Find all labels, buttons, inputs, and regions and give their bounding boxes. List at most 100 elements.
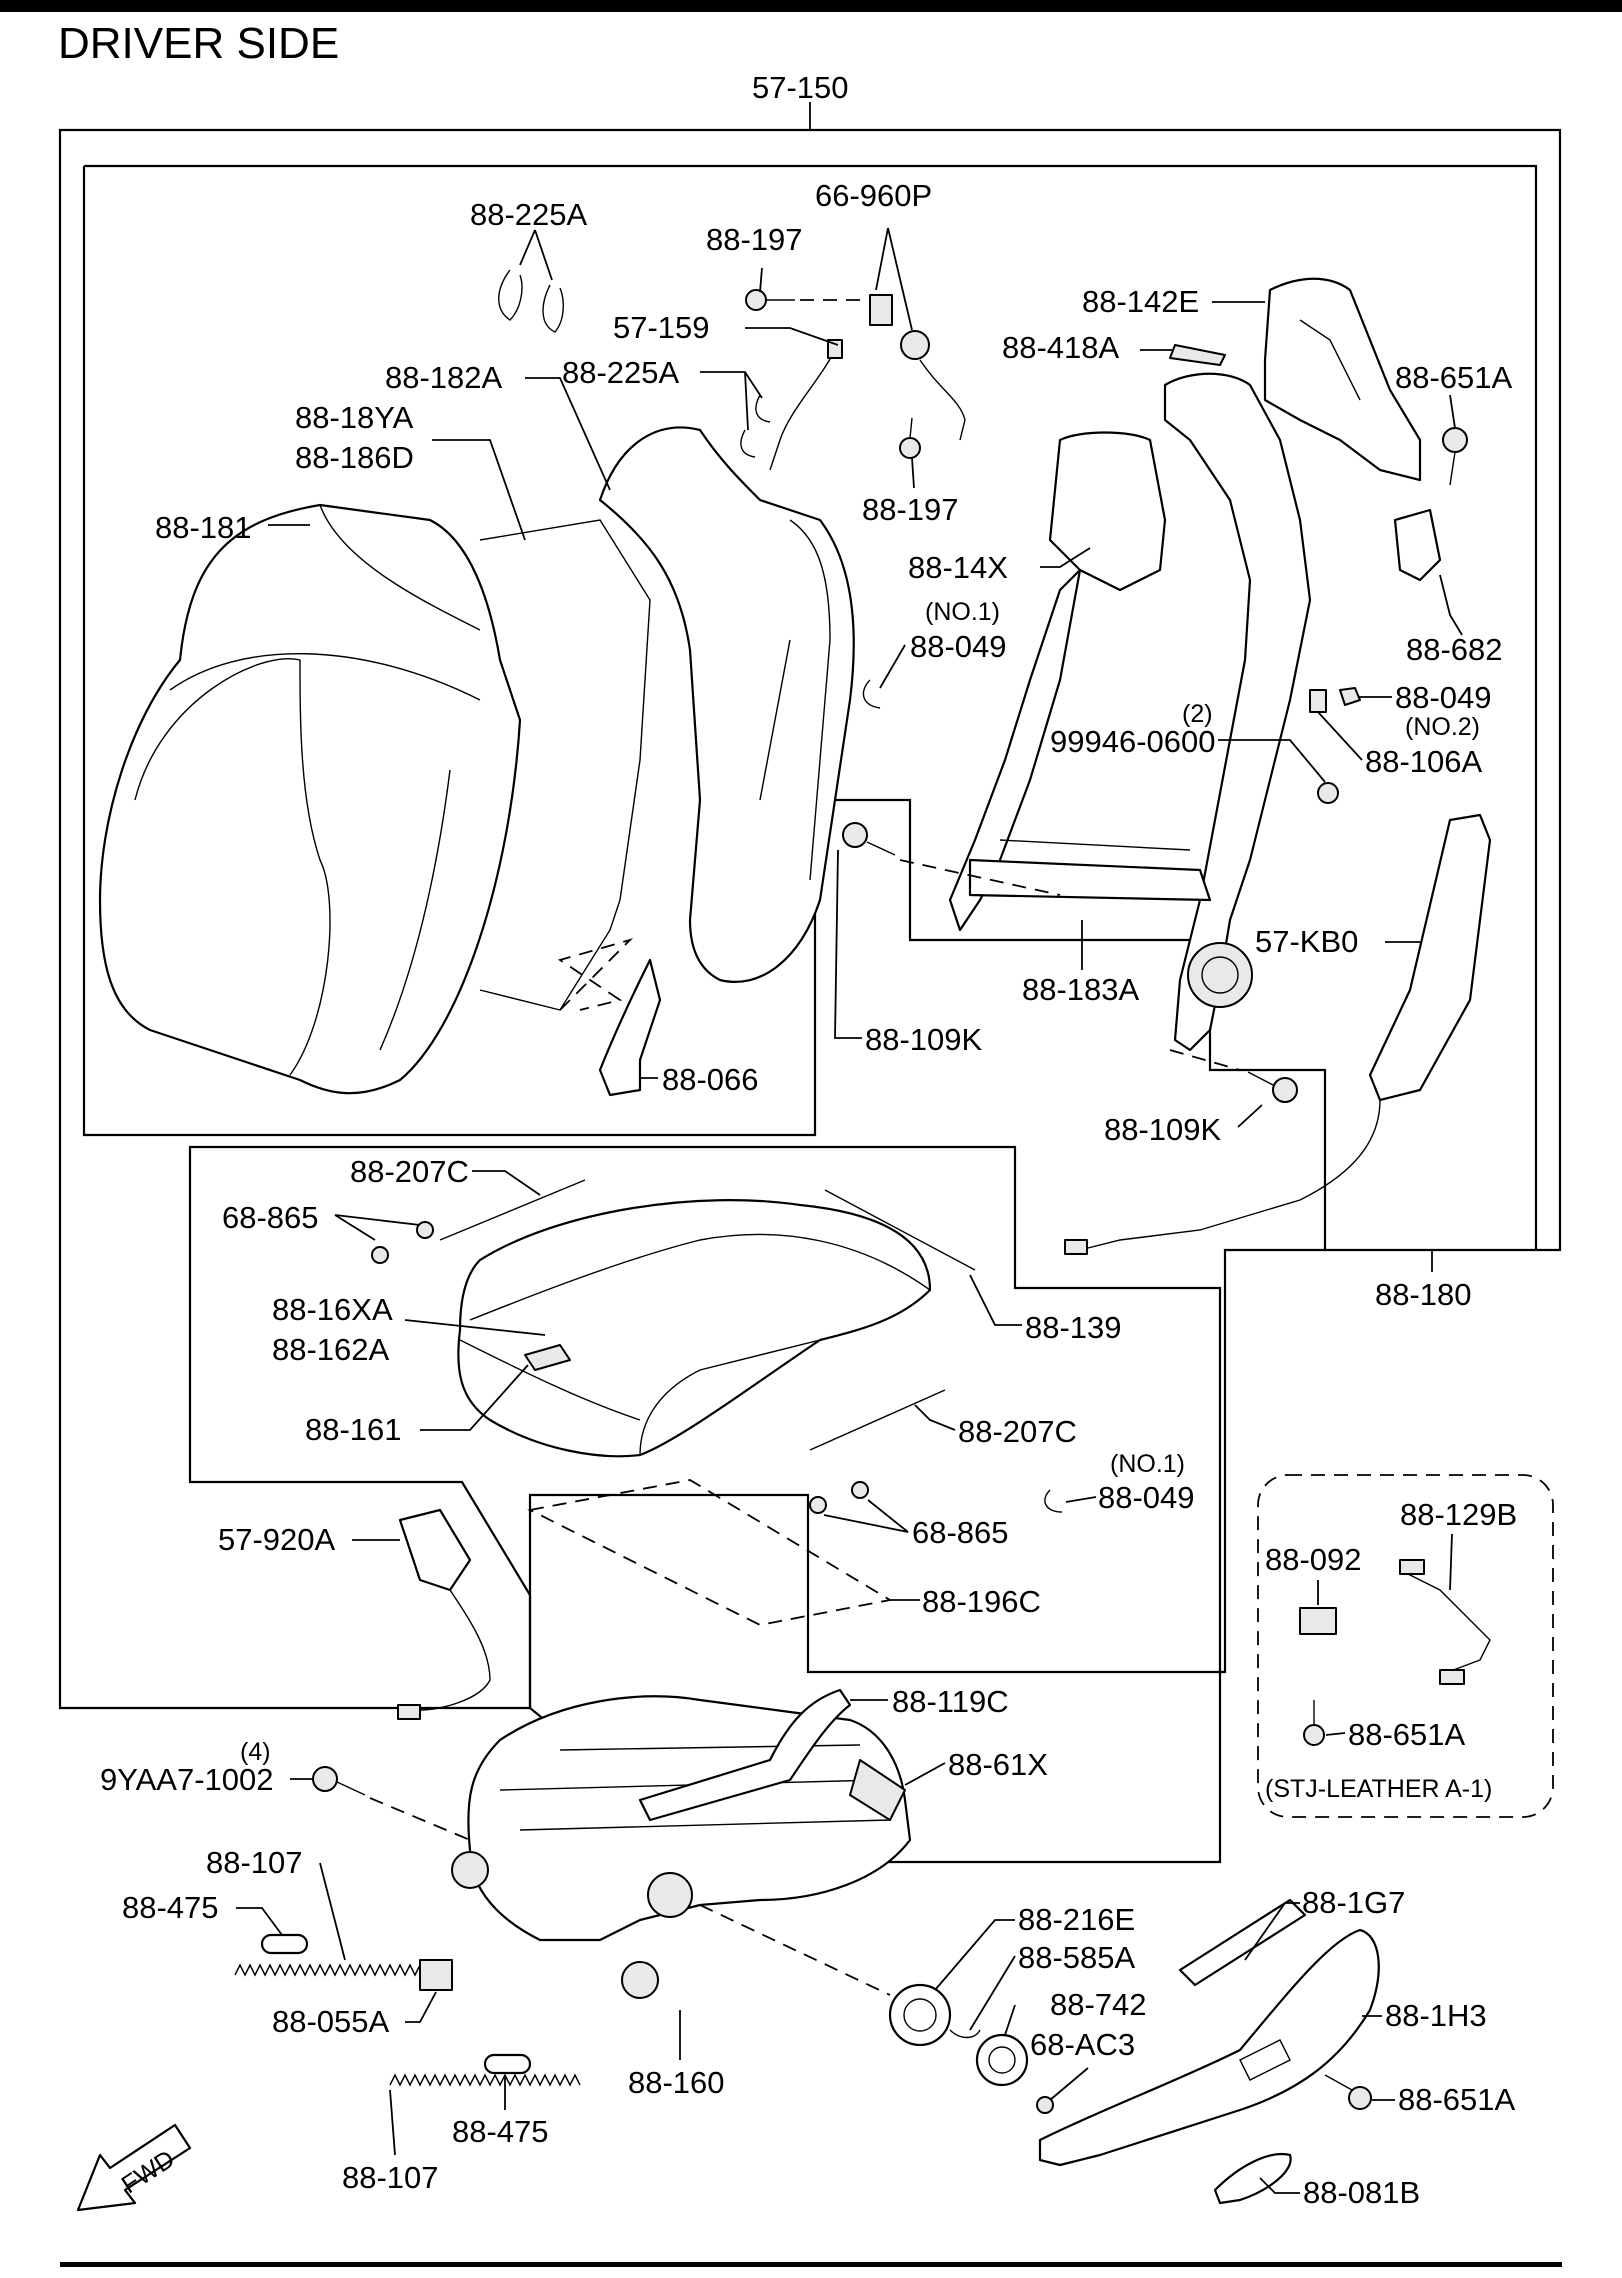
label-88-066: 88-066: [662, 1062, 759, 1097]
label-88-225a-mid: 88-225A: [562, 355, 680, 390]
hook-88-225a-mid: [740, 394, 771, 458]
label-57-920a: 57-920A: [218, 1522, 336, 1557]
stj-leather-inset: [1257, 1474, 1554, 1818]
clip-88-585a: [949, 2029, 981, 2039]
clip-68-865-a: [371, 1221, 434, 1264]
label-no2: (NO.2): [1405, 713, 1480, 741]
label-88-475-b: 88-475: [452, 2114, 549, 2149]
label-88-16xa: 88-16XA: [272, 1292, 393, 1327]
spring-88-107-a: [234, 1963, 426, 1977]
back-frame-cover-88-182a: [598, 426, 855, 983]
label-88-651a-box: 88-651A: [1348, 1717, 1466, 1752]
label-88-160: 88-160: [628, 2065, 725, 2100]
label-qty4: (4): [240, 1738, 271, 1766]
label-88-109k-b: 88-109K: [1104, 1112, 1222, 1147]
label-88-742: 88-742: [1050, 1987, 1147, 2022]
clip-88-049-b: [1339, 687, 1361, 706]
clip-88-049-c: [1044, 1489, 1063, 1513]
seat-adjuster-88-160: [451, 1695, 912, 1999]
strip-88-418a: [1169, 344, 1226, 366]
ring-88-742: [975, 2033, 1029, 2087]
label-88-106a: 88-106A: [1365, 744, 1483, 779]
label-88-161: 88-161: [305, 1412, 402, 1447]
side-shield-88-1h3: [1038, 1928, 1380, 2167]
bracket-88-682: [1393, 508, 1442, 582]
part-labels: 57-150 88-225A 66-960P 88-197 88-142E 57…: [100, 70, 1517, 2210]
label-88-182a: 88-182A: [385, 360, 503, 395]
seat-back-pad-88-186d: [479, 519, 651, 1011]
label-88-139: 88-139: [1025, 1310, 1122, 1345]
seat-back-frame-88-183a: [948, 372, 1312, 1052]
label-88-119c: 88-119C: [892, 1684, 1009, 1719]
bolt-88-197-top: [745, 289, 795, 311]
wire-88-207c-b: [809, 1389, 946, 1451]
label-88-197-top: 88-197: [706, 222, 803, 257]
label-88-207c-b: 88-207C: [958, 1414, 1077, 1449]
nut-99946-0600: [1317, 782, 1339, 804]
seat-back-cover-88-181: [98, 503, 522, 1095]
label-88-055a: 88-055A: [272, 2004, 390, 2039]
back-pad-88-14x: [1048, 431, 1167, 592]
label-88-475-a: 88-475: [122, 1890, 219, 1925]
bar-88-119c: [638, 1688, 852, 1822]
label-88-162a: 88-162A: [272, 1332, 390, 1367]
leader-lines: [236, 227, 1463, 2194]
clip-88-106a: [1309, 689, 1327, 713]
wire-88-139: [824, 1189, 976, 1271]
label-88-092: 88-092: [1265, 1542, 1362, 1577]
label-stj-leather: (STJ-LEATHER A-1): [1265, 1775, 1492, 1803]
label-57-150: 57-150: [752, 70, 849, 105]
bolt-9yaa7-1002: [312, 1766, 366, 1796]
label-88-049-a: 88-049: [910, 629, 1007, 664]
bolt-88-197-low: [899, 417, 921, 459]
label-88-049-b: 88-049: [1395, 680, 1492, 715]
side-airbag-57-kb0: [1064, 813, 1492, 1255]
label-88-207c-a: 88-207C: [350, 1154, 469, 1189]
label-88-180: 88-180: [1375, 1277, 1472, 1312]
pin-88-475-b: [483, 2053, 532, 2075]
label-68-865-b: 68-865: [912, 1515, 1009, 1550]
screw-88-651a-low: [1324, 2074, 1372, 2110]
clip-88-161: [524, 1344, 571, 1371]
label-88-049-c: 88-049: [1098, 1480, 1195, 1515]
label-88-196c: 88-196C: [922, 1584, 1041, 1619]
label-88-61x: 88-61X: [948, 1747, 1048, 1782]
label-88-14x: 88-14X: [908, 550, 1008, 585]
label-88-197-low: 88-197: [862, 492, 959, 527]
label-88-129b: 88-129B: [1400, 1497, 1517, 1532]
knob-88-216e: [888, 1983, 952, 2047]
fwd-arrow-icon: [76, 2123, 192, 2212]
label-57-159: 57-159: [613, 310, 710, 345]
trim-88-1g7: [1178, 1898, 1307, 1987]
cushion-mat-88-196c: [527, 1479, 893, 1626]
harness-66-960p: [869, 294, 966, 441]
label-no1-a: (NO.1): [925, 598, 1000, 626]
label-88-1h3: 88-1H3: [1385, 1998, 1487, 2033]
clip-88-049-a: [862, 679, 881, 709]
label-88-418a: 88-418A: [1002, 330, 1120, 365]
bottom-rule: [60, 2262, 1562, 2267]
label-88-682: 88-682: [1406, 632, 1503, 667]
side-trim-88-066: [598, 958, 662, 1097]
handle-88-081b: [1213, 2152, 1292, 2205]
bolt-88-109k-b: [1247, 1071, 1298, 1103]
spring-88-107-b: [389, 2073, 581, 2087]
label-88-183a: 88-183A: [1022, 972, 1140, 1007]
connector-88-055a: [419, 1959, 453, 1991]
seat-cushion-cover-88-16xa: [457, 1199, 932, 1458]
label-66-960p: 66-960P: [815, 178, 932, 213]
label-88-186d: 88-186D: [295, 440, 414, 475]
label-88-181: 88-181: [155, 510, 252, 545]
label-88-216e: 88-216E: [1018, 1902, 1135, 1937]
label-88-107-b: 88-107: [342, 2160, 439, 2195]
label-99946-0600: 99946-0600: [1050, 724, 1216, 759]
bolt-88-109k-a: [842, 822, 896, 856]
label-no1-b: (NO.1): [1110, 1450, 1185, 1478]
seat-belt-buckle-57-920a: [397, 1508, 491, 1720]
label-88-109k-a: 88-109K: [865, 1022, 983, 1057]
screw-88-651a-top: [1442, 427, 1468, 486]
hook-88-225a-top: [498, 269, 564, 333]
label-88-225a-top: 88-225A: [470, 197, 588, 232]
label-88-585a: 88-585A: [1018, 1940, 1136, 1975]
page-title: DRIVER SIDE: [58, 19, 339, 68]
